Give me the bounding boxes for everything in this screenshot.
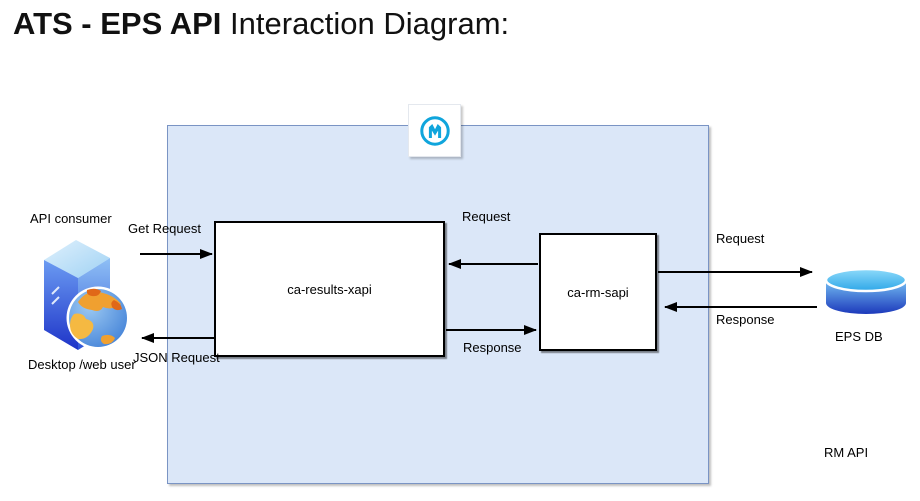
page-title: ATS - EPS API Interaction Diagram: xyxy=(13,6,509,42)
xapi-request-label: Request xyxy=(462,209,511,224)
json-request-label: JSON Request xyxy=(133,350,220,365)
eps-db-label: EPS DB xyxy=(835,329,883,344)
node-ca-results-xapi: ca-results-xapi xyxy=(214,221,445,357)
mulesoft-logo-box xyxy=(408,104,461,157)
node-ca-results-xapi-label: ca-results-xapi xyxy=(287,281,372,297)
node-ca-rm-sapi-label: ca-rm-sapi xyxy=(567,284,629,300)
page-title-bold: ATS - EPS API xyxy=(13,6,222,41)
rm-api-label: RM API xyxy=(824,445,869,460)
api-consumer-label: API consumer xyxy=(30,211,112,226)
xapi-response-label: Response xyxy=(463,340,522,355)
db-request-label: Request xyxy=(716,231,765,246)
node-ca-rm-sapi: ca-rm-sapi xyxy=(539,233,657,351)
server-globe-icon xyxy=(44,240,130,350)
mulesoft-logo-icon xyxy=(419,115,450,146)
database-cylinder-icon xyxy=(824,267,908,314)
db-response-label: Response xyxy=(716,312,775,327)
page-title-regular: Interaction Diagram: xyxy=(221,6,510,41)
get-request-label: Get Request xyxy=(128,221,201,236)
desktop-web-user-label: Desktop /web user xyxy=(28,357,136,372)
